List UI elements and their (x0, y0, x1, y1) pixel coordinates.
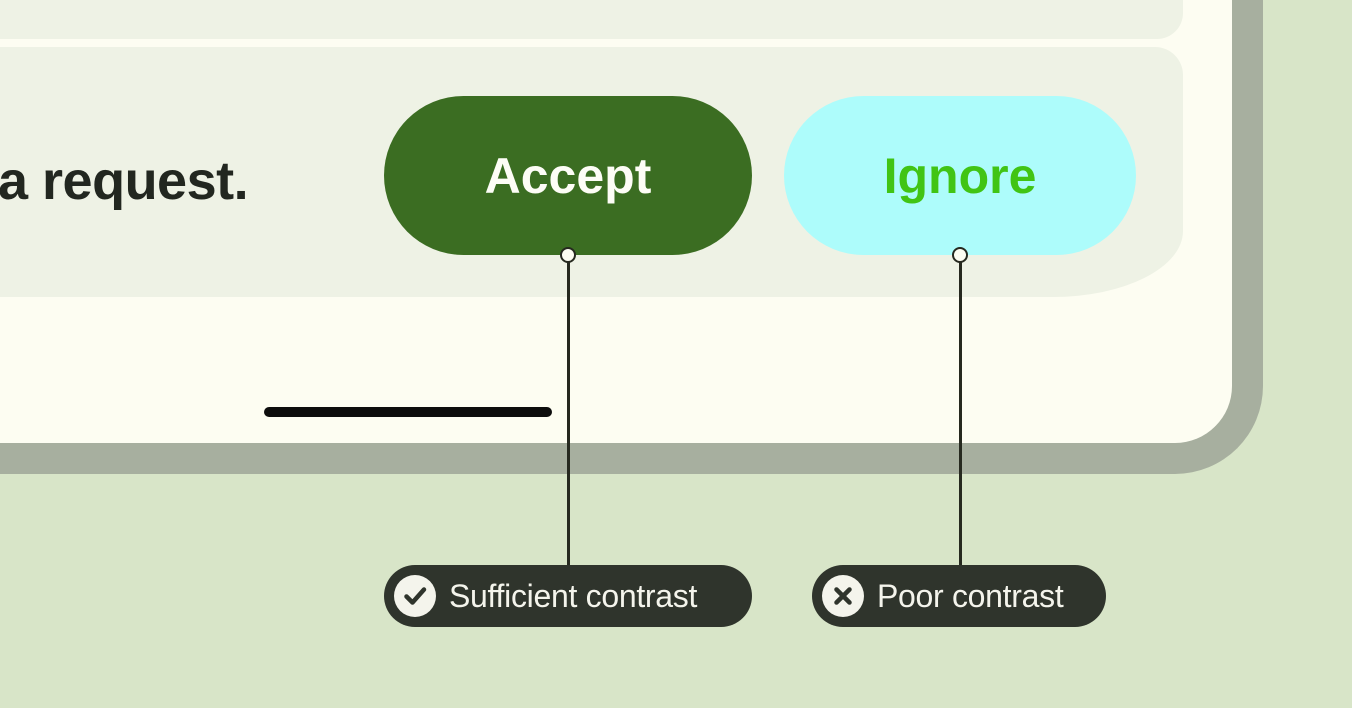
accept-connector-line (567, 260, 570, 566)
poor-contrast-callout: Poor contrast (812, 565, 1106, 627)
ignore-connector-line (959, 260, 962, 566)
poor-contrast-label: Poor contrast (877, 577, 1064, 614)
sufficient-contrast-label: Sufficient contrast (449, 577, 698, 614)
check-circle-icon (394, 575, 436, 617)
x-circle-icon (822, 575, 864, 617)
home-indicator-bar (264, 407, 552, 417)
accept-button[interactable]: Accept (384, 96, 752, 255)
ignore-button[interactable]: Ignore (784, 96, 1136, 255)
request-message-text: a request. (0, 151, 249, 211)
top-card (0, 0, 1183, 39)
sufficient-contrast-callout: Sufficient contrast (384, 565, 752, 627)
ignore-connector-dot (952, 247, 968, 263)
accept-connector-dot (560, 247, 576, 263)
